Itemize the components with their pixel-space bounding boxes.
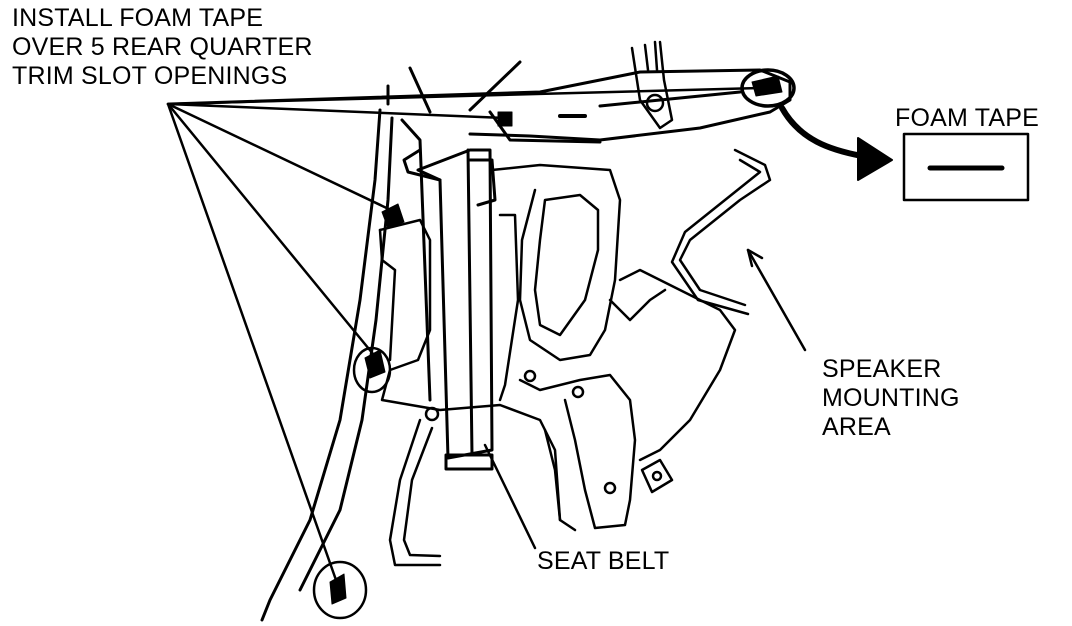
slot-opening-1: [381, 203, 405, 229]
lower-tab: [640, 458, 674, 494]
callout-line-3: TRIM SLOT OPENINGS: [12, 62, 288, 90]
speaker-mounting-label: SPEAKER MOUNTING AREA: [822, 355, 960, 442]
foam-tape-sample: [902, 132, 1030, 202]
seat-belt-label: SEAT BELT: [537, 547, 670, 575]
slot-opening-2: [364, 349, 386, 379]
callout-line-1: INSTALL FOAM TAPE: [12, 4, 264, 32]
top-bracket: [630, 40, 674, 130]
callout-label: INSTALL FOAM TAPE OVER 5 REAR QUARTER TR…: [12, 4, 313, 91]
callout-line-2: OVER 5 REAR QUARTER: [12, 33, 313, 61]
slot-opening-4: [497, 111, 513, 127]
speaker-recess: [670, 148, 772, 316]
slot-opening-3: [329, 573, 347, 605]
inner-panel: [378, 163, 737, 532]
slot-opening-5: [751, 75, 783, 97]
callout-leaders: [166, 86, 762, 582]
lower-loop: [388, 418, 562, 567]
foam-tape-label: FOAM TAPE: [895, 104, 1039, 132]
speaker-arrow: [746, 248, 807, 352]
seat-belt-arrow: [483, 443, 537, 550]
speaker-line-2: MOUNTING: [822, 384, 960, 412]
speaker-line-3: AREA: [822, 413, 891, 441]
slot-openings: [312, 68, 796, 620]
speaker-line-1: SPEAKER: [822, 355, 942, 383]
foam-tape-arrow: [779, 105, 893, 181]
seat-belt-strap: [402, 148, 497, 471]
